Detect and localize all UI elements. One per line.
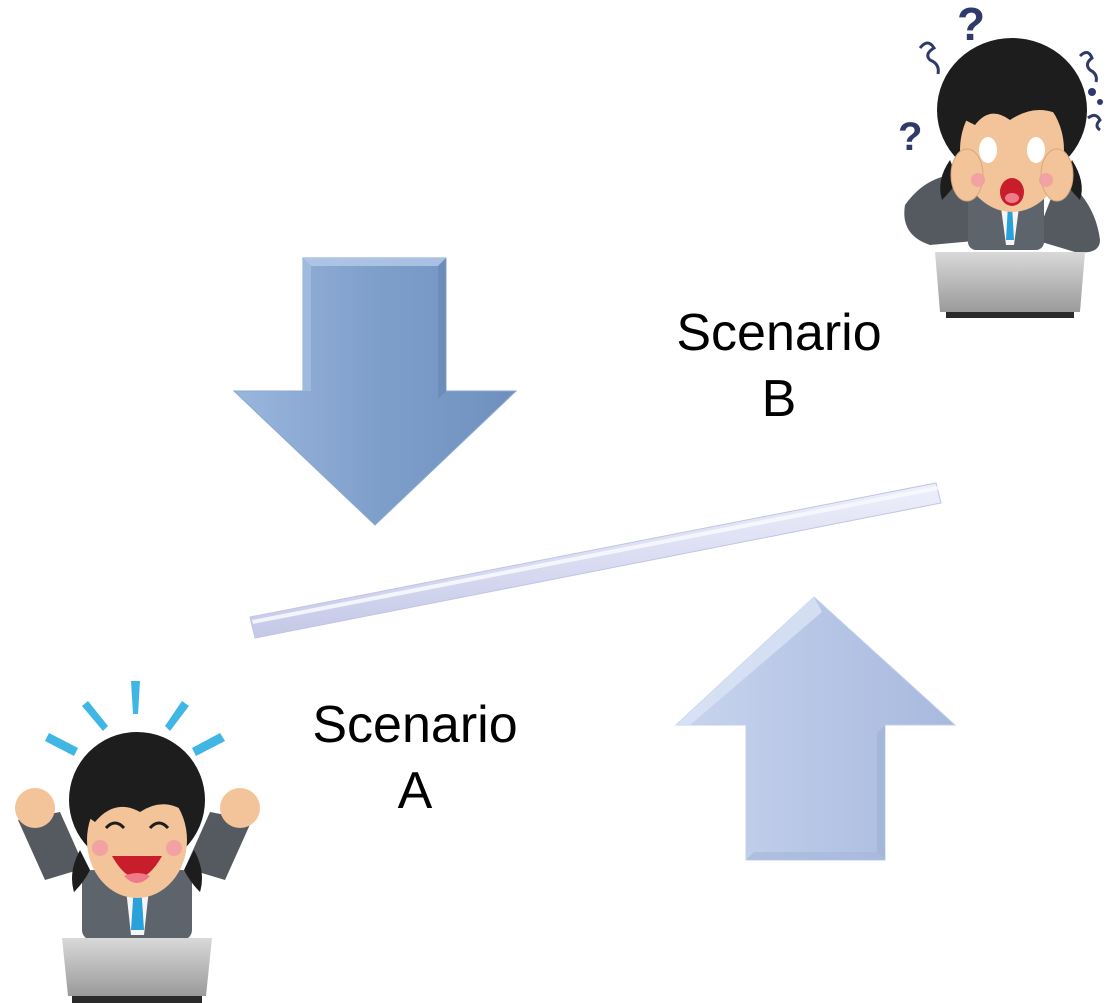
scenario-a-line2: A xyxy=(397,762,433,820)
scenario-b-label: Scenario B xyxy=(648,300,910,432)
scenario-a-line1: Scenario xyxy=(312,696,518,754)
arrow-up-icon xyxy=(674,596,957,861)
happy-businessman-icon xyxy=(15,681,260,1003)
svg-text:?: ? xyxy=(898,115,922,159)
tilted-bar xyxy=(249,482,942,639)
scenario-b-line2: B xyxy=(761,370,797,428)
svg-text:?: ? xyxy=(957,0,985,50)
arrow-down-icon xyxy=(232,257,518,526)
scenario-a-label: Scenario A xyxy=(284,692,546,824)
confused-businessman-icon: ? ? xyxy=(898,0,1103,318)
scenario-b-line1: Scenario xyxy=(676,304,882,362)
